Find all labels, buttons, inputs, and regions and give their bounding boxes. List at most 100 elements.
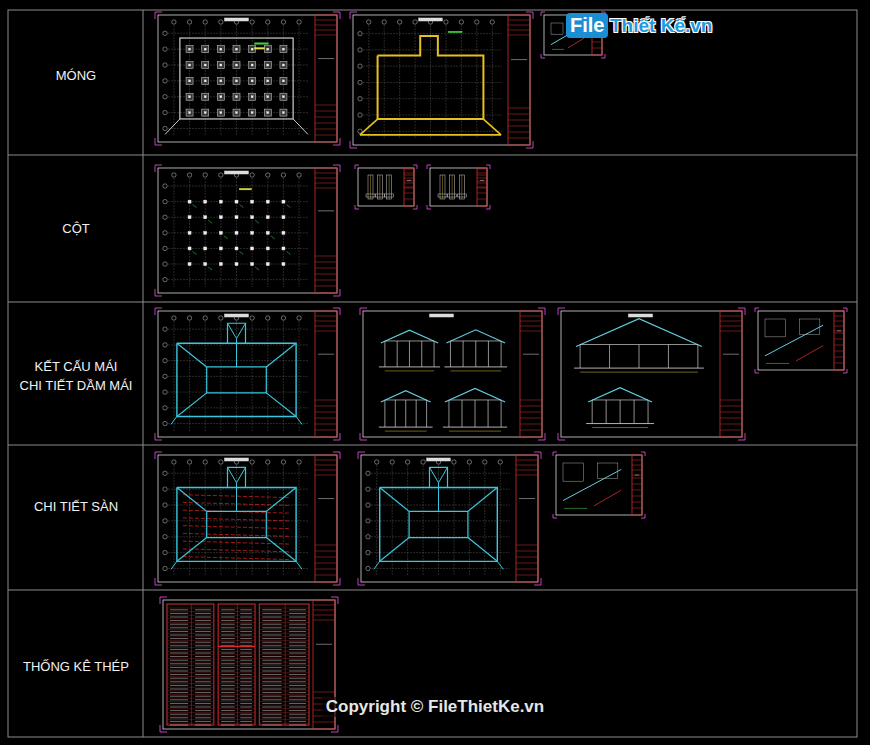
cad-line	[218, 690, 255, 691]
cad-line	[221, 653, 235, 654]
sheet-corner	[526, 12, 533, 19]
cad-line	[168, 264, 309, 265]
cad-line	[259, 618, 309, 619]
cad-rect	[220, 112, 222, 114]
cad-line	[476, 25, 477, 139]
cad-line	[404, 199, 414, 200]
cad-line	[168, 473, 309, 474]
cad-line	[221, 674, 235, 675]
cad-line	[262, 638, 281, 639]
cad-line	[218, 662, 255, 663]
cad-rect	[266, 216, 269, 219]
cad-line	[796, 346, 823, 361]
cad-line	[363, 49, 502, 50]
cad-line	[508, 20, 530, 21]
cad-line	[259, 662, 309, 663]
cad-rect	[251, 216, 254, 219]
axis-bubble	[163, 31, 167, 35]
axis-bubble	[163, 535, 167, 539]
cad-rect	[282, 80, 284, 82]
cad-line	[170, 717, 188, 718]
cad-rect	[251, 231, 254, 234]
cad-rect	[233, 93, 240, 100]
cad-line	[632, 475, 642, 476]
cad-line	[221, 696, 235, 697]
roof-truss	[381, 330, 438, 343]
axis-bubble	[163, 277, 167, 281]
cad-line	[592, 48, 602, 49]
cad-rect	[264, 93, 271, 100]
cad-line	[368, 25, 369, 139]
cad-line	[315, 274, 337, 275]
cad-line	[404, 187, 414, 188]
sheet-corner	[155, 452, 162, 459]
cad-line	[218, 676, 255, 677]
cad-line	[218, 719, 255, 720]
cad-line	[315, 135, 337, 136]
axis-bubble	[366, 503, 370, 507]
drawing-sheet	[553, 452, 645, 518]
cad-rect	[267, 112, 269, 114]
cad-line	[520, 331, 542, 332]
axis-bubble	[163, 406, 167, 410]
cad-line	[262, 660, 281, 661]
cad-line	[315, 183, 337, 184]
axis-bubble	[219, 173, 223, 177]
cad-rect	[202, 62, 209, 69]
cad-line	[218, 723, 255, 724]
cad-line	[240, 613, 252, 614]
cad-line	[221, 609, 235, 610]
cad-line	[259, 622, 309, 623]
drawing-sheet	[360, 308, 545, 440]
cad-line	[360, 134, 501, 136]
cad-line	[315, 321, 337, 322]
cad-line	[218, 683, 255, 684]
cad-line	[318, 58, 334, 59]
cad-rect	[448, 31, 462, 33]
cad-line	[218, 716, 255, 717]
cad-rect	[233, 62, 240, 69]
sheet-corner	[155, 289, 162, 296]
cad-line	[167, 694, 214, 695]
cad-line	[315, 262, 337, 263]
cad-line	[632, 460, 642, 461]
cad-line	[221, 667, 235, 668]
cad-rect	[387, 175, 392, 199]
axis-bubble	[163, 421, 167, 425]
cad-line	[384, 25, 385, 139]
cad-line	[497, 561, 503, 569]
cad-rect	[186, 62, 193, 69]
cad-line	[609, 345, 610, 369]
row-heading: MÓNG	[56, 68, 96, 83]
axis-bubble	[358, 31, 362, 35]
cad-rect	[280, 46, 287, 53]
cad-line	[461, 25, 462, 139]
cad-line	[318, 354, 334, 355]
cad-rect	[280, 93, 287, 100]
axis-bubble	[281, 460, 285, 464]
cad-line	[720, 424, 742, 425]
cad-line	[315, 563, 337, 564]
cad-line	[195, 692, 211, 693]
cad-line	[516, 569, 538, 570]
cad-line	[285, 604, 286, 725]
cad-rect	[235, 263, 238, 266]
cad-line	[262, 678, 281, 679]
cad-line	[289, 699, 306, 700]
cad-line	[165, 119, 180, 134]
cad-rect	[315, 311, 337, 437]
sheet-corner	[155, 578, 162, 585]
cad-rect	[219, 231, 222, 234]
axis-bubble	[187, 173, 191, 177]
cad-line	[259, 719, 309, 720]
cad-line	[193, 251, 197, 254]
cad-rect	[282, 263, 285, 266]
cad-rect	[368, 175, 373, 199]
cad-rect	[254, 43, 268, 45]
cad-line	[170, 656, 188, 657]
cad-line	[315, 475, 337, 476]
sheet-corner	[350, 141, 357, 148]
cad-line	[289, 656, 306, 657]
cad-line	[374, 561, 380, 569]
cad-line	[315, 575, 337, 576]
